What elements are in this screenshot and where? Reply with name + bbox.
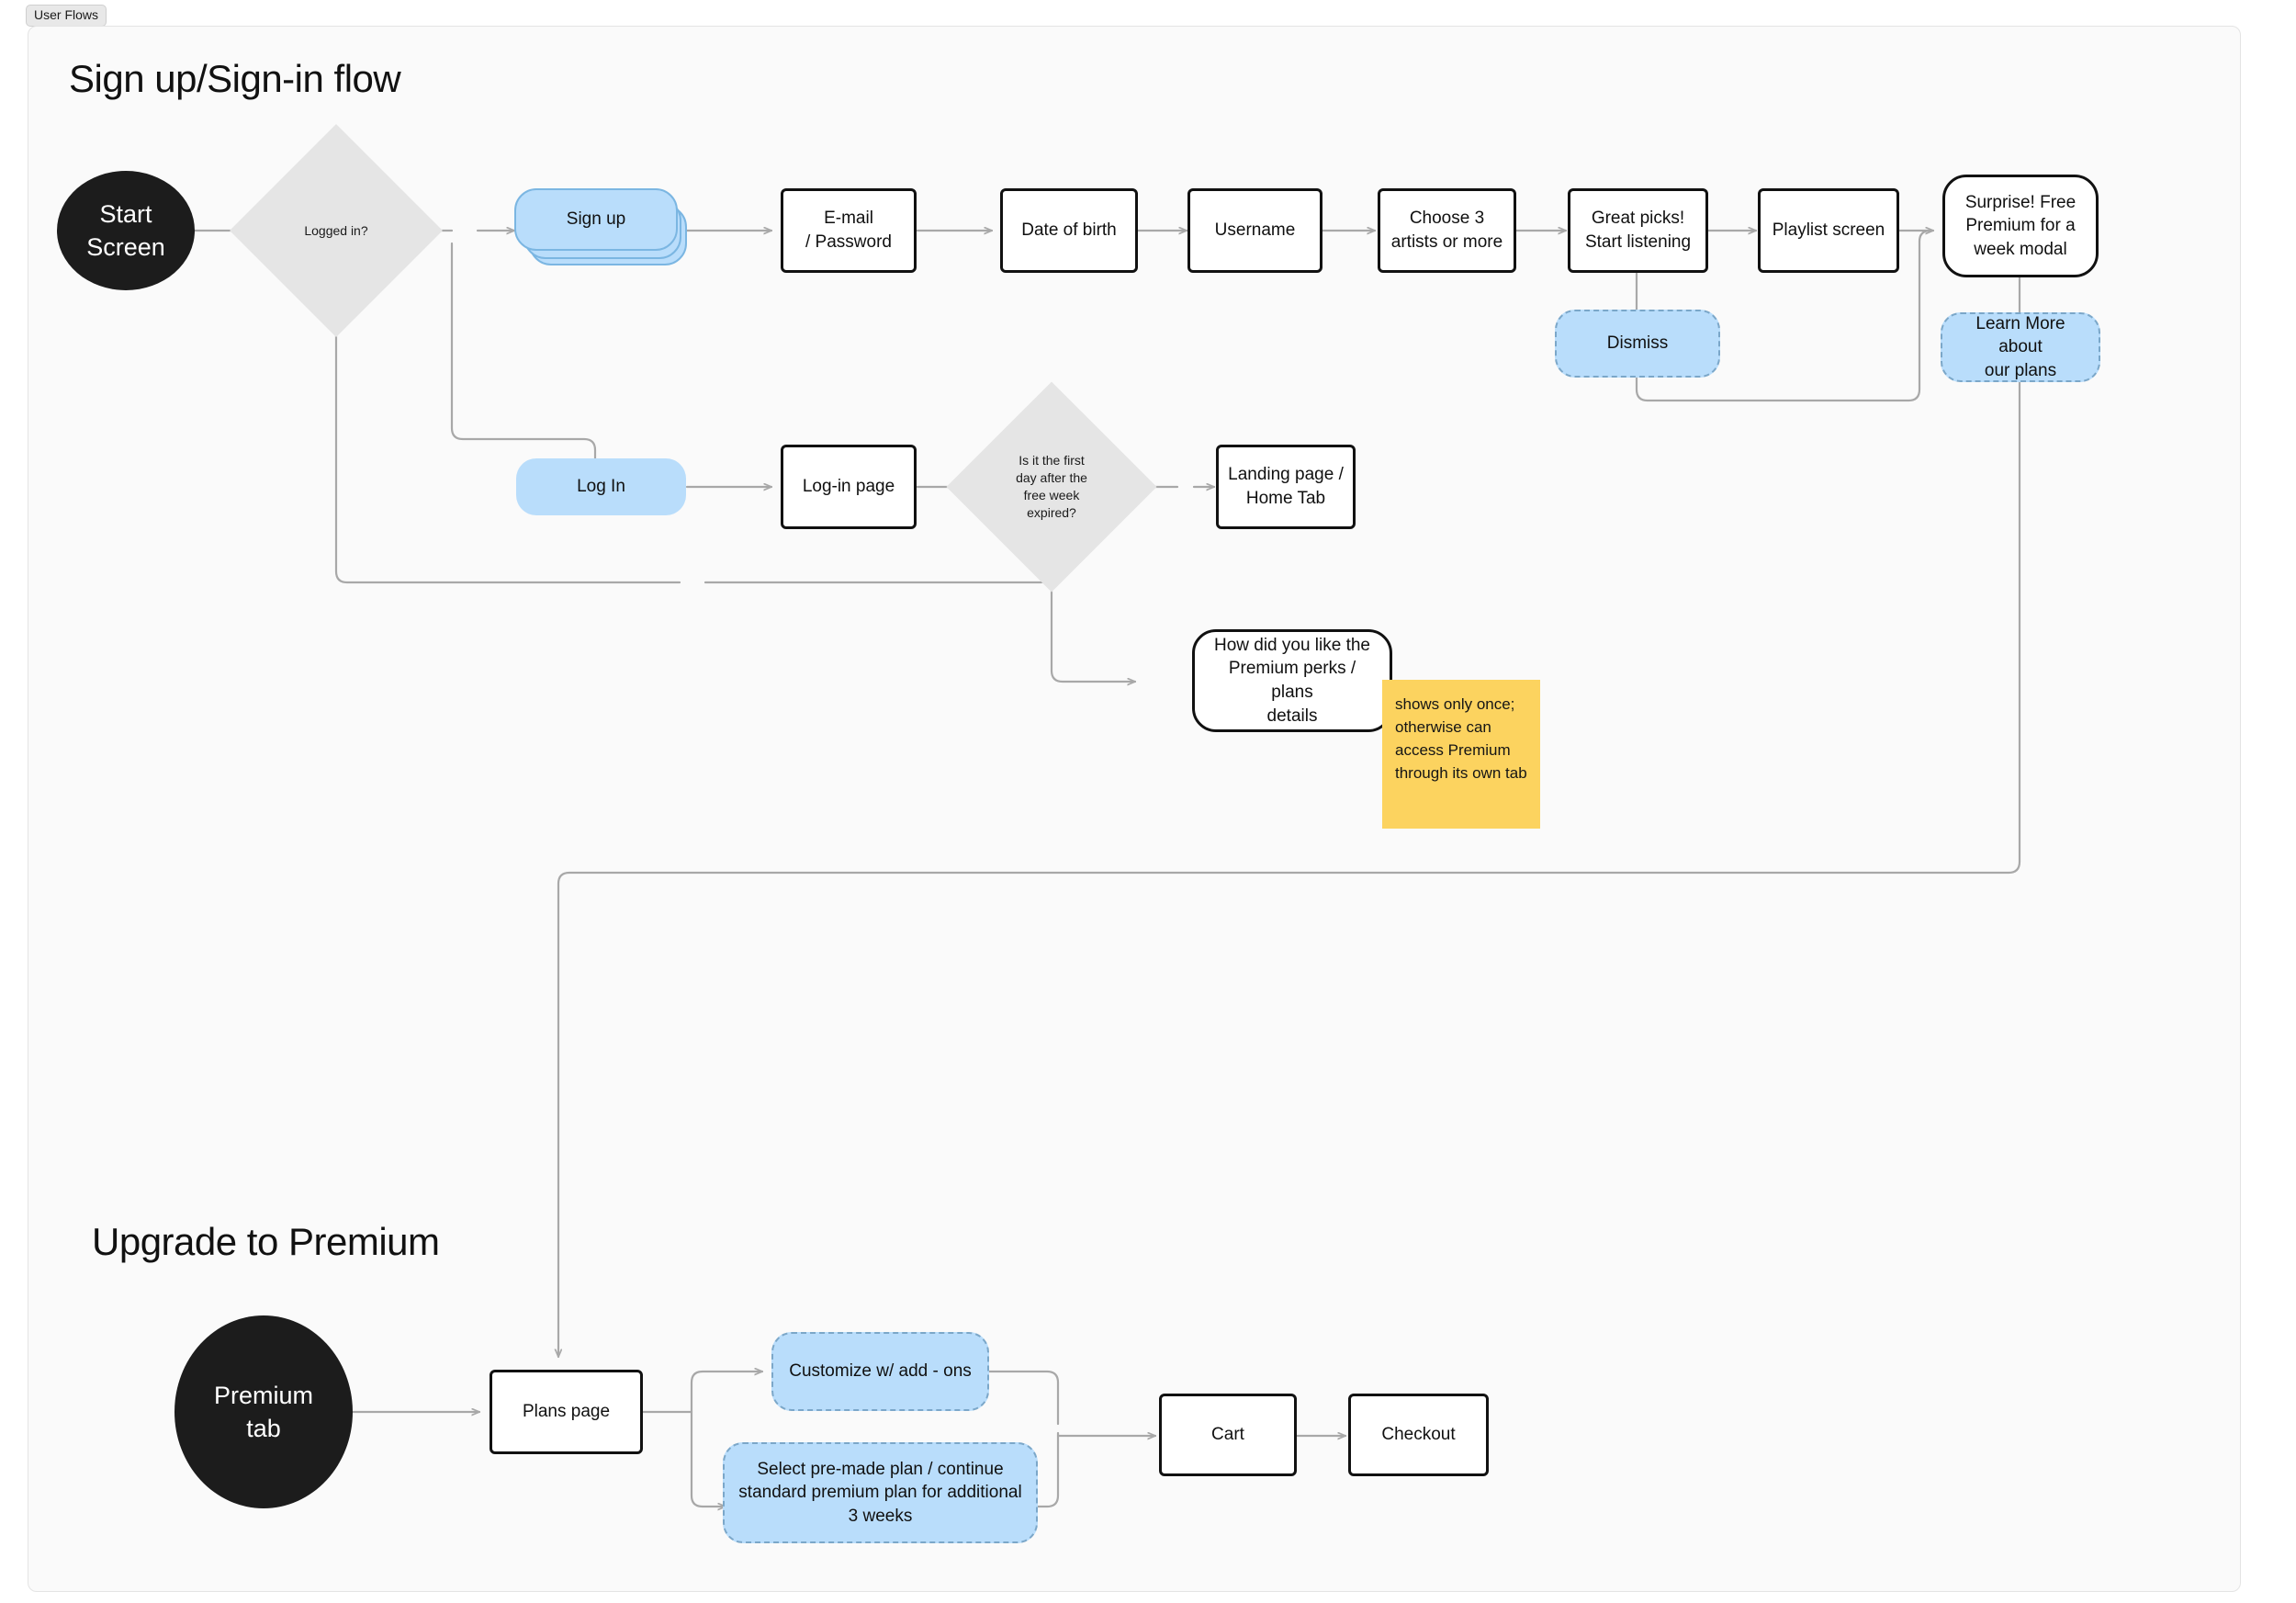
node-customize-addons[interactable]: Customize w/ add - ons — [771, 1332, 989, 1411]
premium-tab-label-1: Premium — [213, 1381, 313, 1409]
plans-page-label: Plans page — [522, 1402, 611, 1422]
node-dismiss[interactable]: Dismiss — [1555, 310, 1720, 378]
node-email-password[interactable]: E-mail / Password — [781, 188, 917, 273]
node-logged-in-decision[interactable]: Logged in? — [230, 124, 443, 337]
landing-page-label-2: Home Tab — [1245, 489, 1326, 508]
cart-label: Cart — [1211, 1425, 1244, 1445]
sign-up-stack-top: Sign up — [514, 188, 678, 251]
choose-artists-label-1: Choose 3 — [1409, 209, 1485, 229]
email-password-label-2: / Password — [805, 232, 892, 252]
node-great-picks[interactable]: Great picks! Start listening — [1568, 188, 1708, 273]
dismiss-label: Dismiss — [1606, 333, 1669, 354]
landing-page-label-1: Landing page / — [1228, 465, 1344, 485]
great-picks-label-2: Start listening — [1584, 232, 1692, 252]
start-screen-label-2: Screen — [86, 233, 165, 261]
node-login-page[interactable]: Log-in page — [781, 445, 917, 529]
premium-perks-label-3: details — [1266, 706, 1318, 726]
first-day-label: Is it the first day after the free week … — [977, 412, 1126, 561]
node-learn-more[interactable]: Learn More about our plans — [1941, 312, 2100, 382]
node-playlist-screen[interactable]: Playlist screen — [1758, 188, 1899, 273]
premium-tab-label-2: tab — [246, 1415, 281, 1442]
section-heading-premium: Upgrade to Premium — [92, 1220, 440, 1263]
node-first-day-decision[interactable]: Is it the first day after the free week … — [946, 381, 1157, 593]
username-label: Username — [1214, 220, 1296, 241]
node-premium-tab[interactable]: Premium tab — [174, 1315, 353, 1508]
great-picks-label-1: Great picks! — [1591, 209, 1685, 229]
first-day-label-1: Is it the first — [1019, 453, 1085, 468]
log-in-label: Log In — [577, 477, 625, 497]
node-surprise-modal[interactable]: Surprise! Free Premium for a week modal — [1942, 175, 2099, 277]
select-premade-label-2: standard premium plan for additional — [738, 1483, 1022, 1503]
sticky-note-annotation[interactable]: shows only once; otherwise can access Pr… — [1382, 680, 1540, 829]
learn-more-label-2: our plans — [1984, 360, 2057, 380]
sign-up-label: Sign up — [566, 209, 626, 229]
playlist-screen-label: Playlist screen — [1772, 220, 1885, 241]
email-password-label-1: E-mail — [824, 209, 873, 229]
first-day-label-2: day after the — [1016, 470, 1087, 486]
checkout-label: Checkout — [1381, 1425, 1456, 1445]
node-checkout[interactable]: Checkout — [1348, 1394, 1489, 1476]
node-cart[interactable]: Cart — [1159, 1394, 1297, 1476]
start-screen-label-1: Start — [99, 199, 152, 228]
first-day-label-3: free week — [1023, 488, 1080, 502]
node-start-screen[interactable]: Start Screen — [57, 171, 195, 290]
node-premium-perks[interactable]: How did you like the Premium perks / pla… — [1192, 629, 1392, 732]
select-premade-label-3: 3 weeks — [848, 1506, 913, 1526]
premium-perks-label-1: How did you like the — [1213, 635, 1371, 655]
customize-addons-label: Customize w/ add - ons — [789, 1361, 972, 1382]
node-plans-page[interactable]: Plans page — [490, 1370, 643, 1454]
node-choose-artists[interactable]: Choose 3 artists or more — [1378, 188, 1516, 273]
surprise-modal-label-3: week modal — [1974, 239, 2067, 259]
date-of-birth-label: Date of birth — [1021, 220, 1117, 241]
node-sign-up[interactable]: Sign up — [514, 188, 689, 269]
login-page-label: Log-in page — [802, 477, 895, 497]
surprise-modal-label-1: Surprise! Free — [1964, 192, 2077, 212]
section-heading-signup: Sign up/Sign-in flow — [69, 57, 401, 100]
node-log-in[interactable]: Log In — [516, 458, 686, 515]
surprise-modal-label-2: Premium for a — [1965, 216, 2076, 236]
frame-tab-label[interactable]: User Flows — [26, 5, 107, 27]
node-select-premade[interactable]: Select pre-made plan / continue standard… — [723, 1442, 1038, 1543]
first-day-label-4: expired? — [1027, 504, 1076, 520]
node-date-of-birth[interactable]: Date of birth — [1000, 188, 1138, 273]
logged-in-label: Logged in? — [304, 222, 368, 238]
learn-more-label-1: Learn More about — [1975, 313, 2065, 357]
sticky-note-text: shows only once; otherwise can access Pr… — [1395, 695, 1527, 783]
choose-artists-label-2: artists or more — [1390, 232, 1503, 252]
premium-perks-label-2: Premium perks / plans — [1228, 659, 1356, 702]
node-username[interactable]: Username — [1187, 188, 1322, 273]
select-premade-label-1: Select pre-made plan / continue — [757, 1459, 1004, 1479]
node-landing-page[interactable]: Landing page / Home Tab — [1216, 445, 1356, 529]
